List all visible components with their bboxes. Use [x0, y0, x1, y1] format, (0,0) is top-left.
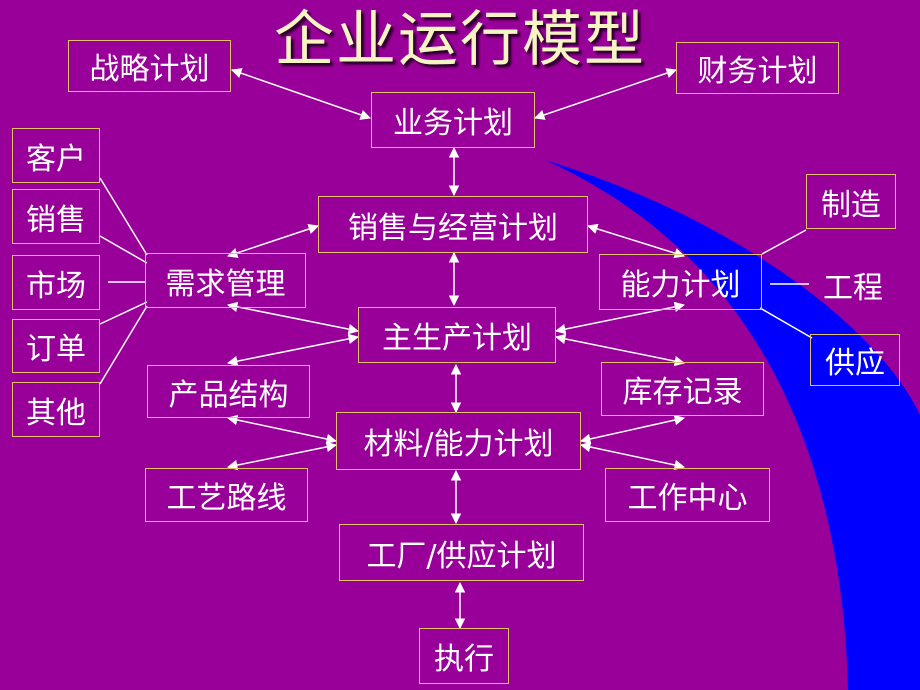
- connector-capacity-manufacture: [761, 229, 807, 255]
- node-demand-management: 需求管理: [145, 253, 306, 308]
- output-engineering: 工程: [823, 270, 883, 306]
- connector-capacity-supply: [759, 307, 813, 339]
- node-finance-plan: 财务计划: [676, 42, 839, 94]
- page-title: 企业运行模型: [274, 5, 646, 75]
- connector-salesops-capacity: [586, 223, 686, 259]
- connector-mrp-routing: [226, 441, 338, 471]
- input-sales: 销售: [12, 189, 100, 244]
- connector-other-demand: [99, 305, 148, 385]
- connector-mps-demand: [226, 301, 360, 335]
- connector-mrp-inventory: [579, 414, 686, 445]
- node-inventory-records: 库存记录: [601, 362, 764, 416]
- node-plant-supply-plan: 工厂/供应计划: [339, 524, 584, 581]
- node-execute: 执行: [419, 628, 509, 684]
- node-work-center: 工作中心: [605, 468, 770, 522]
- node-business-plan: 业务计划: [371, 92, 535, 148]
- node-master-production-schedule: 主生产计划: [358, 307, 556, 363]
- output-supply: 供应: [810, 334, 900, 386]
- input-market: 市场: [12, 255, 100, 310]
- node-process-routing: 工艺路线: [145, 468, 308, 522]
- connector-mrp-bom: [226, 414, 338, 445]
- input-other: 其他: [12, 382, 100, 437]
- connector-customer-demand: [99, 177, 148, 256]
- blue-curve: [545, 160, 920, 690]
- connector-strategy-business: [231, 68, 371, 120]
- input-customer: 客户: [12, 128, 100, 183]
- node-material-capacity-plan: 材料/能力计划: [336, 412, 581, 470]
- connector-orders-demand: [99, 301, 148, 325]
- connector-mps-bom: [226, 333, 360, 367]
- output-manufacture: 制造: [806, 174, 896, 229]
- connector-mrp-workcenter: [579, 441, 686, 471]
- input-orders: 订单: [12, 319, 100, 373]
- node-product-structure: 产品结构: [147, 365, 310, 418]
- connector-finance-business: [534, 68, 677, 120]
- node-sales-operations-plan: 销售与经营计划: [318, 196, 588, 253]
- connector-salesops-demand: [227, 224, 319, 258]
- connector-mps-inventory: [554, 333, 686, 367]
- connector-sales-demand: [99, 235, 148, 264]
- node-strategy-plan: 战略计划: [68, 40, 231, 92]
- node-capacity-plan: 能力计划: [599, 254, 762, 310]
